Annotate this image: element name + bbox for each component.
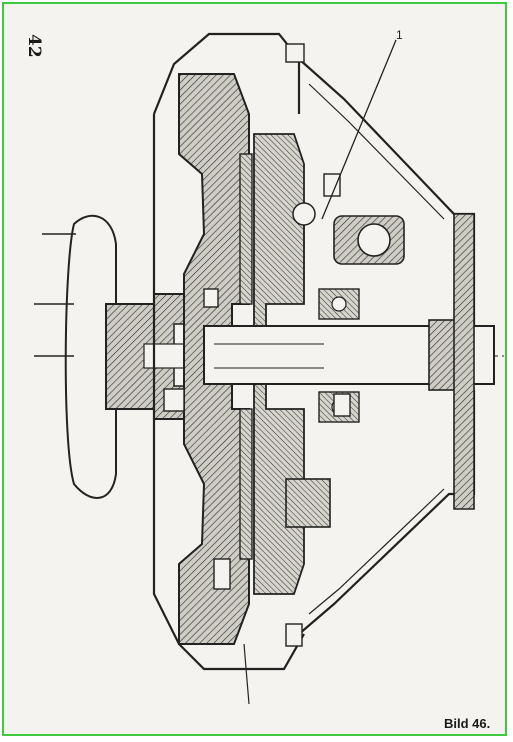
pivot-pin (292, 202, 316, 226)
bearing-ball (331, 296, 347, 312)
housing-foot (453, 213, 475, 510)
bolt (213, 558, 231, 590)
release-fork-pin (357, 223, 391, 257)
bolt (163, 388, 185, 412)
handwheel (64, 214, 117, 499)
friction-disc-lower (239, 408, 253, 560)
shaft-collar (428, 319, 456, 391)
bell-housing-inner (308, 83, 445, 615)
flywheel-housing (152, 32, 305, 671)
spring-cup (285, 478, 331, 528)
bolt (285, 623, 303, 647)
page-frame: 42 (2, 2, 507, 736)
bottom-leader (243, 643, 250, 705)
bolt (203, 288, 219, 308)
friction-disc-upper (239, 153, 253, 305)
bolt (285, 43, 305, 63)
clutch-cross-section-drawing (34, 32, 504, 705)
callout-leader-1 (321, 39, 397, 220)
bolt (323, 173, 341, 197)
figure-caption: Bild 46. (444, 716, 491, 731)
bolt (333, 393, 351, 417)
release-bearing (318, 288, 360, 320)
callout-label-1: 1 (396, 28, 403, 42)
